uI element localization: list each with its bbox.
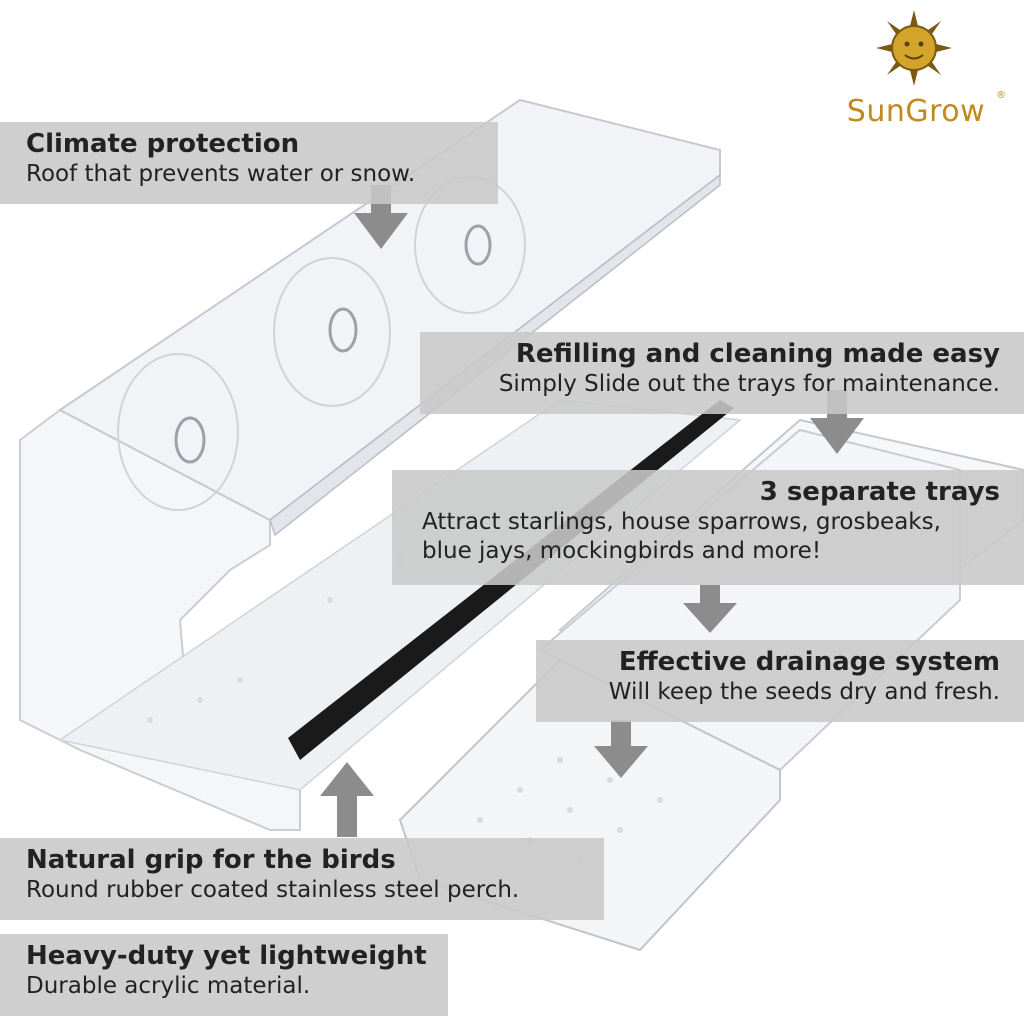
callout-separate-trays: 3 separate trays Attract starlings, hous…	[392, 470, 1024, 585]
callout-natural-grip: Natural grip for the birds Round rubber …	[0, 838, 604, 920]
callout-description: Roof that prevents water or snow.	[26, 161, 416, 187]
drainage-hole	[567, 807, 573, 813]
drainage-hole	[327, 597, 333, 603]
callout-refilling-cleaning: Refilling and cleaning made easy Simply …	[420, 332, 1024, 414]
callout-heavy-duty: Heavy-duty yet lightweight Durable acryl…	[0, 934, 448, 1016]
arrow-up-perch	[320, 762, 374, 837]
brand-wordmark: SunGrow	[846, 94, 986, 129]
arrow-down-roof	[354, 185, 408, 249]
callout-title: Refilling and cleaning made easy	[515, 339, 1000, 369]
drainage-hole	[617, 827, 623, 833]
drainage-hole	[657, 797, 663, 803]
drainage-hole	[607, 777, 613, 783]
callout-title: Heavy-duty yet lightweight	[26, 941, 427, 971]
drainage-hole	[517, 787, 523, 793]
callout-climate-protection: Climate protection Roof that prevents wa…	[0, 122, 498, 204]
callout-title: Climate protection	[26, 129, 300, 159]
callout-description: Durable acrylic material.	[26, 973, 311, 999]
suction-hook	[328, 307, 358, 353]
sun-icon	[876, 10, 952, 86]
drainage-hole	[237, 677, 243, 683]
callout-description: Simply Slide out the trays for maintenan…	[498, 371, 1000, 397]
drainage-hole	[557, 757, 563, 763]
callout-description: Will keep the seeds dry and fresh.	[608, 679, 1000, 705]
arrow-down-drainage	[594, 720, 648, 778]
registered-mark: ®	[996, 90, 1006, 101]
callout-title: Effective drainage system	[618, 647, 1000, 677]
drainage-hole	[197, 697, 203, 703]
suction-hook	[464, 224, 492, 266]
callout-description-line-2: blue jays, mockingbirds and more!	[422, 538, 822, 564]
callout-title: 3 separate trays	[759, 477, 1000, 507]
suction-cup	[273, 257, 391, 407]
drainage-hole	[147, 717, 153, 723]
suction-hook	[174, 416, 206, 464]
arrow-down-trays	[683, 585, 737, 633]
callout-description: Round rubber coated stainless steel perc…	[26, 877, 520, 903]
callout-title: Natural grip for the birds	[26, 845, 396, 875]
callout-drainage-system: Effective drainage system Will keep the …	[536, 640, 1024, 722]
sungrow-logo: SunGrow ®	[820, 10, 1010, 135]
arrow-down-refill	[810, 390, 864, 454]
callout-description-line-1: Attract starlings, house sparrows, grosb…	[422, 509, 941, 535]
drainage-hole	[477, 817, 483, 823]
suction-cup	[117, 353, 239, 511]
suction-hooks	[174, 224, 492, 464]
